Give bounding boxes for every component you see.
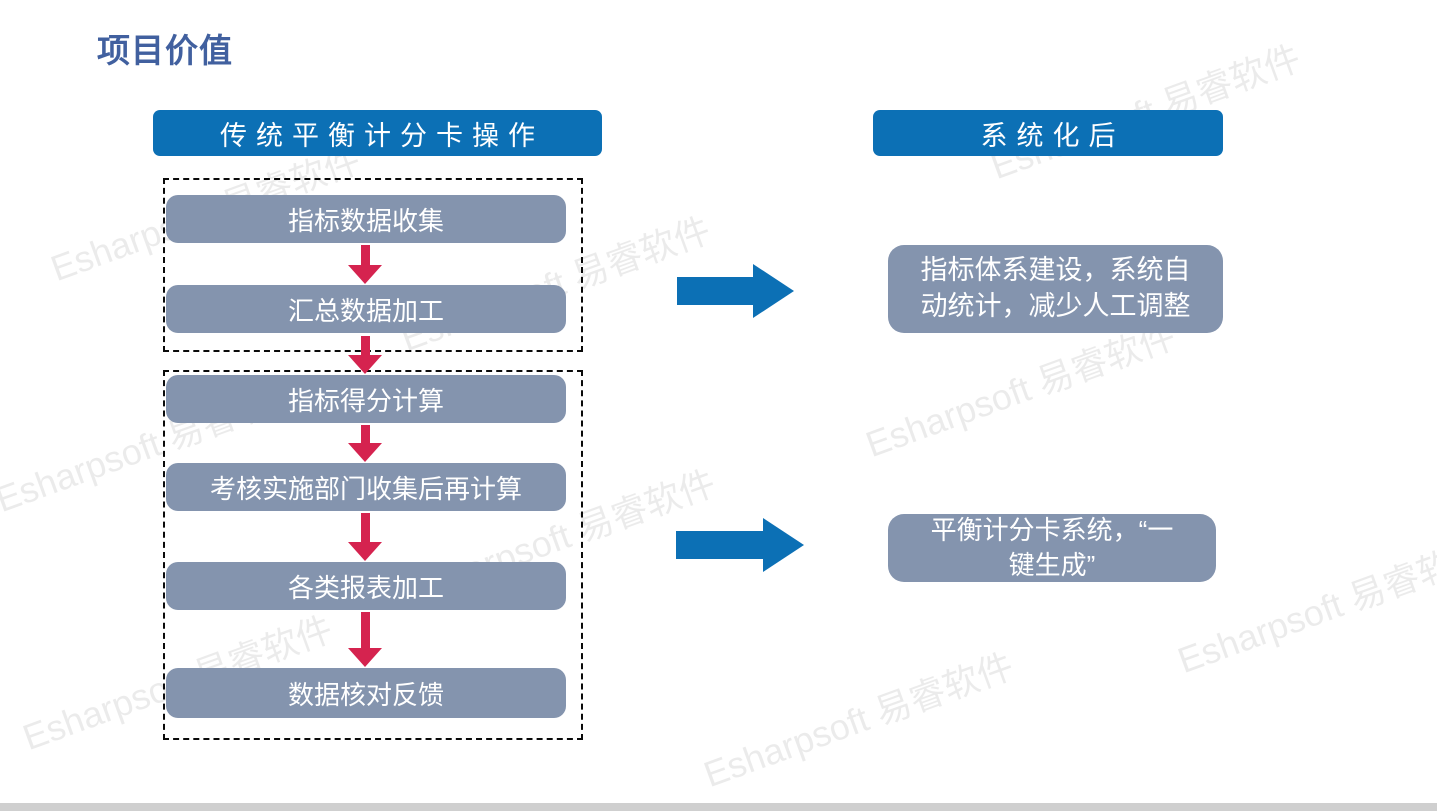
slide-bottom-edge [0, 803, 1437, 811]
watermark-text: Esharpsoft 易睿软件 [698, 644, 1019, 796]
right-arrow-icon [677, 264, 794, 318]
right-column-header: 系统化后 [873, 110, 1223, 156]
flow-step-box: 指标得分计算 [166, 375, 566, 423]
right-arrow-icon [676, 518, 804, 572]
dashed-group-data-collection [163, 178, 583, 352]
flow-step-box: 考核实施部门收集后再计算 [166, 463, 566, 511]
result-box-line: 平衡计分卡系统，“一 [930, 515, 1174, 546]
down-arrow-icon [348, 612, 382, 667]
page-title: 项目价值 [97, 32, 233, 69]
flow-step-box: 指标数据收集 [166, 195, 566, 243]
watermark-text: Esharpsoft 易睿软件 [985, 36, 1306, 187]
result-box-line: 指标体系建设，系统自 [920, 255, 1191, 286]
flow-step-box: 数据核对反馈 [166, 668, 566, 718]
down-arrow-icon [348, 513, 382, 561]
result-box-line: 键生成” [1008, 550, 1096, 580]
flow-step-box: 汇总数据加工 [166, 285, 566, 333]
result-box-line: 动统计，减少人工调整 [920, 291, 1191, 321]
down-arrow-icon [348, 336, 382, 374]
result-box-one-click: 平衡计分卡系统，“一 键生成” [888, 514, 1216, 582]
flow-step-box: 各类报表加工 [166, 562, 566, 610]
left-column-header: 传统平衡计分卡操作 [153, 110, 602, 156]
down-arrow-icon [348, 245, 382, 284]
down-arrow-icon [348, 425, 382, 462]
result-box-system-stats: 指标体系建设，系统自 动统计，减少人工调整 [888, 245, 1223, 333]
